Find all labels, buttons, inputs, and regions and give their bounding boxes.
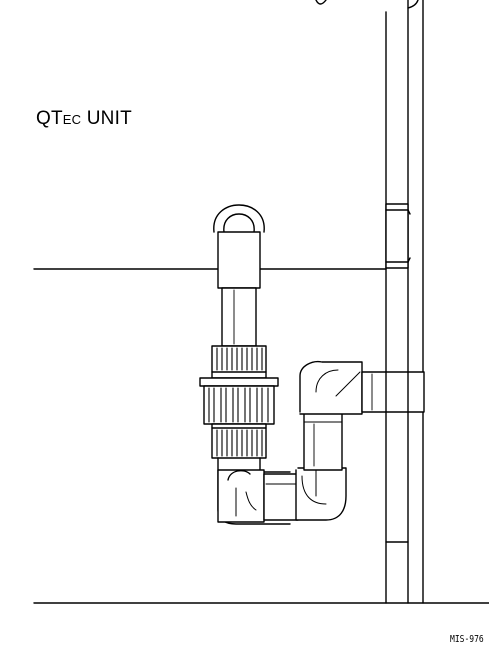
riser-elbow-fitting [295, 467, 347, 521]
wall-pipe [361, 371, 425, 413]
unit-label-main-1: QT [36, 108, 63, 129]
drain-handle-loop [213, 204, 265, 233]
upper-elbow-fitting [299, 360, 363, 415]
unit-label: QTEC UNIT [36, 108, 132, 130]
union-valve [199, 345, 279, 459]
reference-code: MIS-976 [450, 634, 484, 645]
unit-label-small: EC [62, 112, 82, 127]
valve-grip-ribs [208, 347, 269, 457]
wall-panel [385, 0, 424, 604]
wall-fitting-plate [385, 203, 411, 269]
horizontal-pipe [263, 473, 299, 521]
vertical-riser-pipe [303, 411, 343, 471]
standpipe-cap [217, 231, 261, 289]
unit-label-main-2: UNIT [81, 108, 132, 129]
vertical-pipe [221, 287, 257, 347]
top-cutoff-fragment [315, 0, 419, 9]
